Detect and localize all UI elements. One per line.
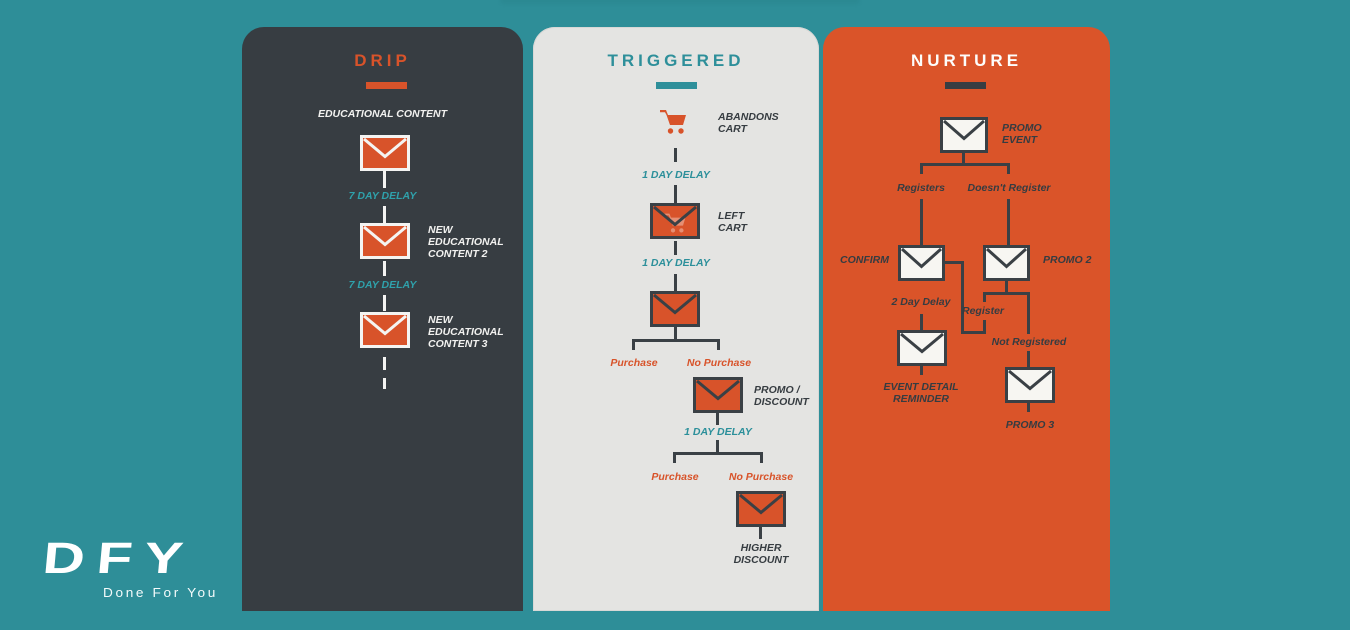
envelope-icon [898, 245, 945, 281]
triggered-title-underline [656, 82, 697, 89]
branch-label-not-registered: Not Registered [991, 336, 1067, 348]
branch-label-no-purchase: No Purchase [686, 357, 752, 369]
drip-title: DRIP [354, 51, 411, 70]
logo-tagline: Done For You [103, 585, 218, 600]
branch-bar [673, 452, 763, 455]
delay-label: 1 DAY DELAY [684, 426, 752, 438]
logo-acronym: DFY [40, 534, 198, 583]
envelope-icon [360, 135, 410, 171]
envelope-icon [650, 291, 700, 327]
branch-drop [673, 452, 676, 463]
branch-label-register: Register [961, 305, 1004, 317]
register-loop-line [983, 320, 986, 334]
connector-line [674, 327, 677, 339]
branch-drop [760, 452, 763, 463]
nurture-column: NURTURE PROMO EVENT Registers Doesn't Re… [823, 27, 1110, 611]
email-step-label: PROMO / DISCOUNT [754, 384, 809, 408]
connector-line [1027, 351, 1030, 367]
branch-label-no-purchase: No Purchase [728, 471, 794, 483]
email-step-label: PROMO 3 [1005, 419, 1055, 431]
branch-bar [632, 339, 720, 342]
envelope-cart-icon [650, 203, 700, 239]
envelope-icon [360, 223, 410, 259]
email-step-label: NEW EDUCATIONAL CONTENT 2 [428, 224, 504, 260]
connector-line [716, 413, 719, 425]
connector-line [1007, 199, 1010, 245]
triggered-column: TRIGGERED ABANDONS CART 1 DAY DELAY LEFT… [533, 27, 819, 611]
connector-line [383, 171, 386, 188]
cropped-title-remnant [500, 0, 860, 4]
connector-line [674, 148, 677, 162]
connector-line [759, 527, 762, 539]
branch-drop [920, 163, 923, 174]
register-loop-line [961, 331, 986, 334]
branch-label-purchase: Purchase [610, 357, 658, 369]
delay-label: 1 DAY DELAY [642, 257, 710, 269]
connector-line [920, 366, 923, 375]
branch-drop [1027, 292, 1030, 334]
connector-line [920, 199, 923, 245]
delay-label: 7 DAY DELAY [348, 190, 417, 202]
continuation-dash [383, 357, 386, 370]
connector-line [674, 185, 677, 203]
envelope-icon [736, 491, 786, 527]
email-step-label: NEW EDUCATIONAL CONTENT 3 [428, 314, 504, 350]
connector-line [383, 261, 386, 276]
branch-drop [983, 292, 986, 302]
branch-label-registers: Registers [897, 182, 945, 194]
branch-drop [717, 339, 720, 350]
connector-line [1027, 403, 1030, 412]
connector-line [383, 295, 386, 311]
envelope-icon [940, 117, 988, 153]
delay-label: 2 Day Delay [891, 296, 951, 308]
cart-icon [658, 108, 688, 140]
delay-label: 1 DAY DELAY [642, 169, 710, 181]
branch-label-purchase: Purchase [651, 471, 699, 483]
register-loop-line [945, 261, 964, 264]
envelope-icon [983, 245, 1030, 281]
connector-line [716, 440, 719, 452]
email-step-label: CONFIRM [840, 254, 889, 266]
envelope-icon [693, 377, 743, 413]
envelope-icon [360, 312, 410, 348]
drip-title-underline [366, 82, 407, 89]
trigger-label: ABANDONS CART [718, 111, 779, 135]
branch-drop [632, 339, 635, 350]
email-step-label: EVENT DETAIL REMINDER [883, 381, 959, 405]
branch-bar [920, 163, 1010, 166]
email-step-label: HIGHER DISCOUNT [733, 542, 789, 566]
drip-column: DRIP EDUCATIONAL CONTENT 7 DAY DELAY NEW… [242, 27, 523, 611]
connector-line [383, 206, 386, 223]
register-loop-line [961, 261, 964, 334]
branch-bar [983, 292, 1030, 295]
dfy-logo: DFY Done For You [41, 534, 216, 600]
delay-label: 7 DAY DELAY [348, 279, 417, 291]
envelope-icon [897, 330, 947, 366]
educational-content-label: EDUCATIONAL CONTENT [317, 108, 448, 120]
connector-line [920, 314, 923, 330]
email-step-label: PROMO 2 [1043, 254, 1092, 266]
email-step-label: PROMO EVENT [1002, 122, 1042, 146]
envelope-icon [1005, 367, 1055, 403]
connector-line [1005, 281, 1008, 292]
nurture-title-underline [945, 82, 986, 89]
connector-line [674, 241, 677, 255]
branch-drop [1007, 163, 1010, 174]
triggered-title: TRIGGERED [607, 51, 745, 70]
continuation-dash [383, 378, 386, 389]
connector-line [962, 153, 965, 163]
connector-line [674, 274, 677, 291]
nurture-title: NURTURE [910, 51, 1023, 70]
email-step-label: LEFT CART [718, 210, 747, 234]
branch-label-doesnt-register: Doesn't Register [967, 182, 1051, 194]
